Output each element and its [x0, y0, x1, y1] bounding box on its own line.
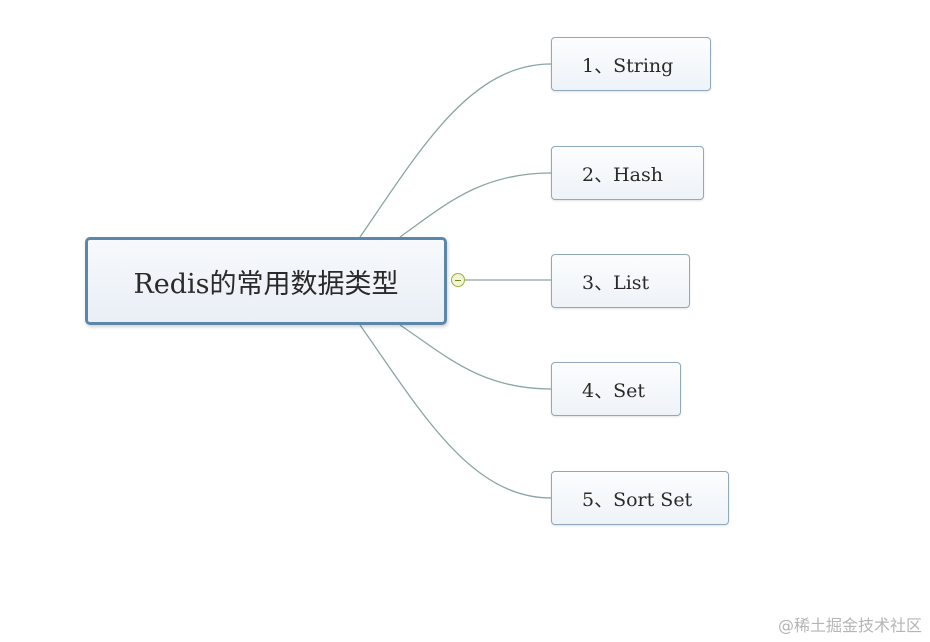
subtopic-label: 5、Sort Set [582, 488, 693, 511]
root-topic[interactable]: Redis的常用数据类型 [85, 237, 447, 325]
connector-set [399, 324, 552, 390]
connector-string [359, 63, 552, 238]
connector-hash [399, 172, 552, 238]
subtopic-string[interactable]: 1、String [551, 37, 711, 91]
subtopic-list[interactable]: 3、List [551, 254, 690, 308]
subtopic-label: 4、Set [582, 379, 645, 402]
connector-sort-set [359, 324, 552, 499]
root-topic-label: Redis的常用数据类型 [133, 268, 399, 300]
subtopic-set[interactable]: 4、Set [551, 362, 681, 416]
watermark-text: @稀土掘金技术社区 [777, 616, 922, 635]
subtopic-label: 2、Hash [582, 163, 663, 186]
subtopic-sort-set[interactable]: 5、Sort Set [551, 471, 729, 525]
subtopic-label: 3、List [582, 271, 650, 294]
subtopic-label: 1、String [582, 54, 674, 77]
subtopic-hash[interactable]: 2、Hash [551, 146, 704, 200]
collapse-toggle-icon[interactable] [451, 273, 465, 287]
